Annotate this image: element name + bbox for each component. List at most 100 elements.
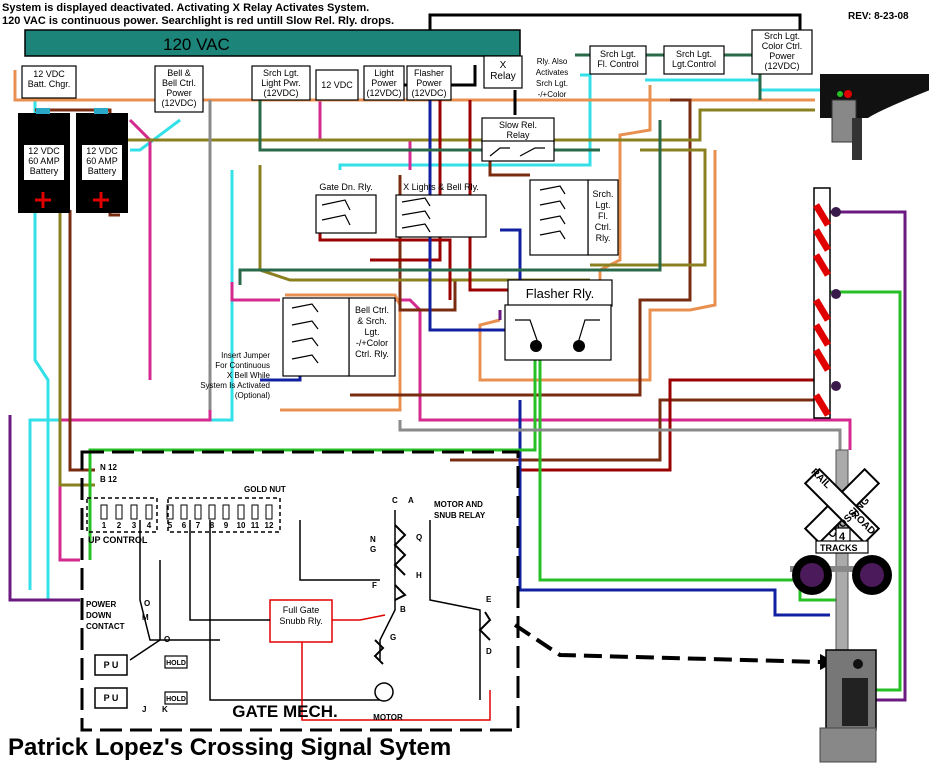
- gold-nut-label: GOLD NUT: [244, 485, 286, 494]
- wire-brown-4: [350, 98, 692, 397]
- terminal-strip-gold-nut: [167, 497, 281, 533]
- terminal-screw: [166, 504, 174, 520]
- gate-dn-contact-1: [321, 199, 351, 211]
- crossbuck-blade-2: [803, 467, 881, 545]
- stripe-5: [812, 323, 832, 347]
- hold-label-1: HOLD: [166, 660, 186, 667]
- flasher-contacts: [504, 304, 612, 361]
- circuit-letter: O: [164, 635, 170, 644]
- terminal-number: 11: [251, 521, 260, 530]
- circuit-letter: F: [372, 581, 377, 590]
- battery-left: [18, 108, 70, 213]
- slow-rel-relay-box-label: Slow Rel.Relay: [499, 120, 537, 140]
- wire-purple-1: [8, 415, 80, 602]
- circuit-letter: D: [486, 647, 492, 656]
- bell-color-contact-2: [291, 320, 319, 330]
- terminal-number: 7: [196, 521, 201, 530]
- power-bus-bar: [24, 29, 521, 57]
- terminal-strip-up-control: [86, 497, 158, 533]
- hold-label-2: HOLD: [166, 696, 186, 703]
- gate-housing-pivot: [853, 659, 863, 669]
- wire-cyan-2: [338, 73, 592, 170]
- rheostat: [478, 611, 492, 641]
- bell-power-box: [154, 65, 204, 113]
- wire-navy-1: [428, 100, 530, 332]
- gate-arm-stripes: [812, 203, 832, 417]
- srch-fl-contact-2: [539, 200, 566, 210]
- gate-link-dashed: [513, 623, 821, 664]
- int-wire-7: [129, 560, 161, 661]
- circuit-letter: K: [162, 705, 168, 714]
- bell-color-contact-1: [291, 303, 319, 313]
- twelve-vdc-box: [315, 69, 359, 101]
- srch-color-power-box-label: Srch Lgt.Color Ctrl.Power(12VDC): [762, 31, 803, 71]
- gate-mech-label: GATE MECH.: [232, 702, 337, 721]
- twelve-vdc-box-label: 12 VDC: [321, 80, 353, 90]
- terminal-screw: [194, 504, 202, 520]
- wire-orange-3: [478, 150, 717, 382]
- x-lights-bell-relay-label: X Lights & Bell Rly.: [403, 182, 479, 192]
- wire-magenta-4: [128, 118, 152, 380]
- x-lights-contacts: [395, 194, 487, 238]
- stripe-3: [812, 253, 832, 277]
- int-wire-3: [209, 520, 380, 701]
- terminal-number: 3: [132, 521, 137, 530]
- wire-purple-2: [830, 210, 907, 702]
- srch-fl-contact-1: [539, 185, 566, 195]
- srch-lgt-control-box: [663, 45, 725, 75]
- status-note-1: System is displayed deactivated. Activat…: [2, 2, 370, 14]
- tracks-number: 4: [839, 531, 846, 543]
- flasher-contact-right: [577, 319, 600, 344]
- crossing-signal: RAIL ROAD CROSSING 4 TRACKS: [790, 74, 929, 763]
- terminal-screw: [265, 504, 273, 520]
- circuit-letter: O: [144, 599, 150, 608]
- motor-symbol: [374, 682, 394, 702]
- wire-magenta-1: [318, 100, 412, 170]
- battery-right: [76, 108, 128, 213]
- tracks-label: TRACKS: [820, 543, 858, 553]
- circuit-letter: H: [416, 571, 422, 580]
- x-lights-contact-3: [401, 223, 431, 233]
- wire-orange-1: [13, 70, 815, 102]
- slow-rel-contact-1: [489, 147, 510, 157]
- hold-box-2: [164, 691, 188, 705]
- wire-darkred-4: [520, 378, 820, 472]
- stripe-2: [812, 228, 832, 252]
- up-control-label: UP CONTROL: [88, 535, 148, 545]
- x-relay-box: [483, 55, 523, 89]
- flashing-light-right-lens: [860, 563, 884, 587]
- coil-upper: [393, 524, 407, 576]
- srch-color-power-box: [751, 29, 813, 75]
- searchlight-pole: [852, 118, 862, 160]
- srch-fl-contacts: [529, 179, 589, 256]
- wire-black-1: [428, 13, 802, 30]
- circuit-letter: J: [142, 705, 146, 714]
- stripe-6: [812, 348, 832, 372]
- x-lights-contact-1: [401, 197, 431, 207]
- pu-label-1: P U: [104, 660, 119, 670]
- flasher-pivot-right: [573, 340, 585, 352]
- srch-fl-control-box-label: Srch Lgt.Fl. Control: [597, 49, 639, 69]
- component-boxes: [21, 29, 813, 520]
- gate-mechanism: [80, 450, 835, 732]
- full-gate-snubb-frame: [269, 599, 333, 643]
- motor-label: MOTOR: [373, 713, 403, 722]
- srch-fl-contact-3: [539, 215, 566, 225]
- flasher-power-box: [406, 65, 452, 101]
- int-wire-6: [299, 520, 380, 581]
- wire-cyan-5: [645, 78, 820, 92]
- status-note-2: 120 VAC is continuous power. Searchlight…: [2, 15, 394, 27]
- gate-lamp-3: [831, 381, 841, 391]
- flasher-pivot-left: [530, 340, 542, 352]
- hold-box-1: [164, 655, 188, 669]
- gate-dn-relay-label: Gate Dn. Rly.: [319, 182, 372, 192]
- flashing-light-left-lens: [800, 563, 824, 587]
- circuit-letter: Q: [416, 533, 422, 542]
- motor-snub-coil: [373, 524, 492, 665]
- charger-box: [21, 65, 77, 99]
